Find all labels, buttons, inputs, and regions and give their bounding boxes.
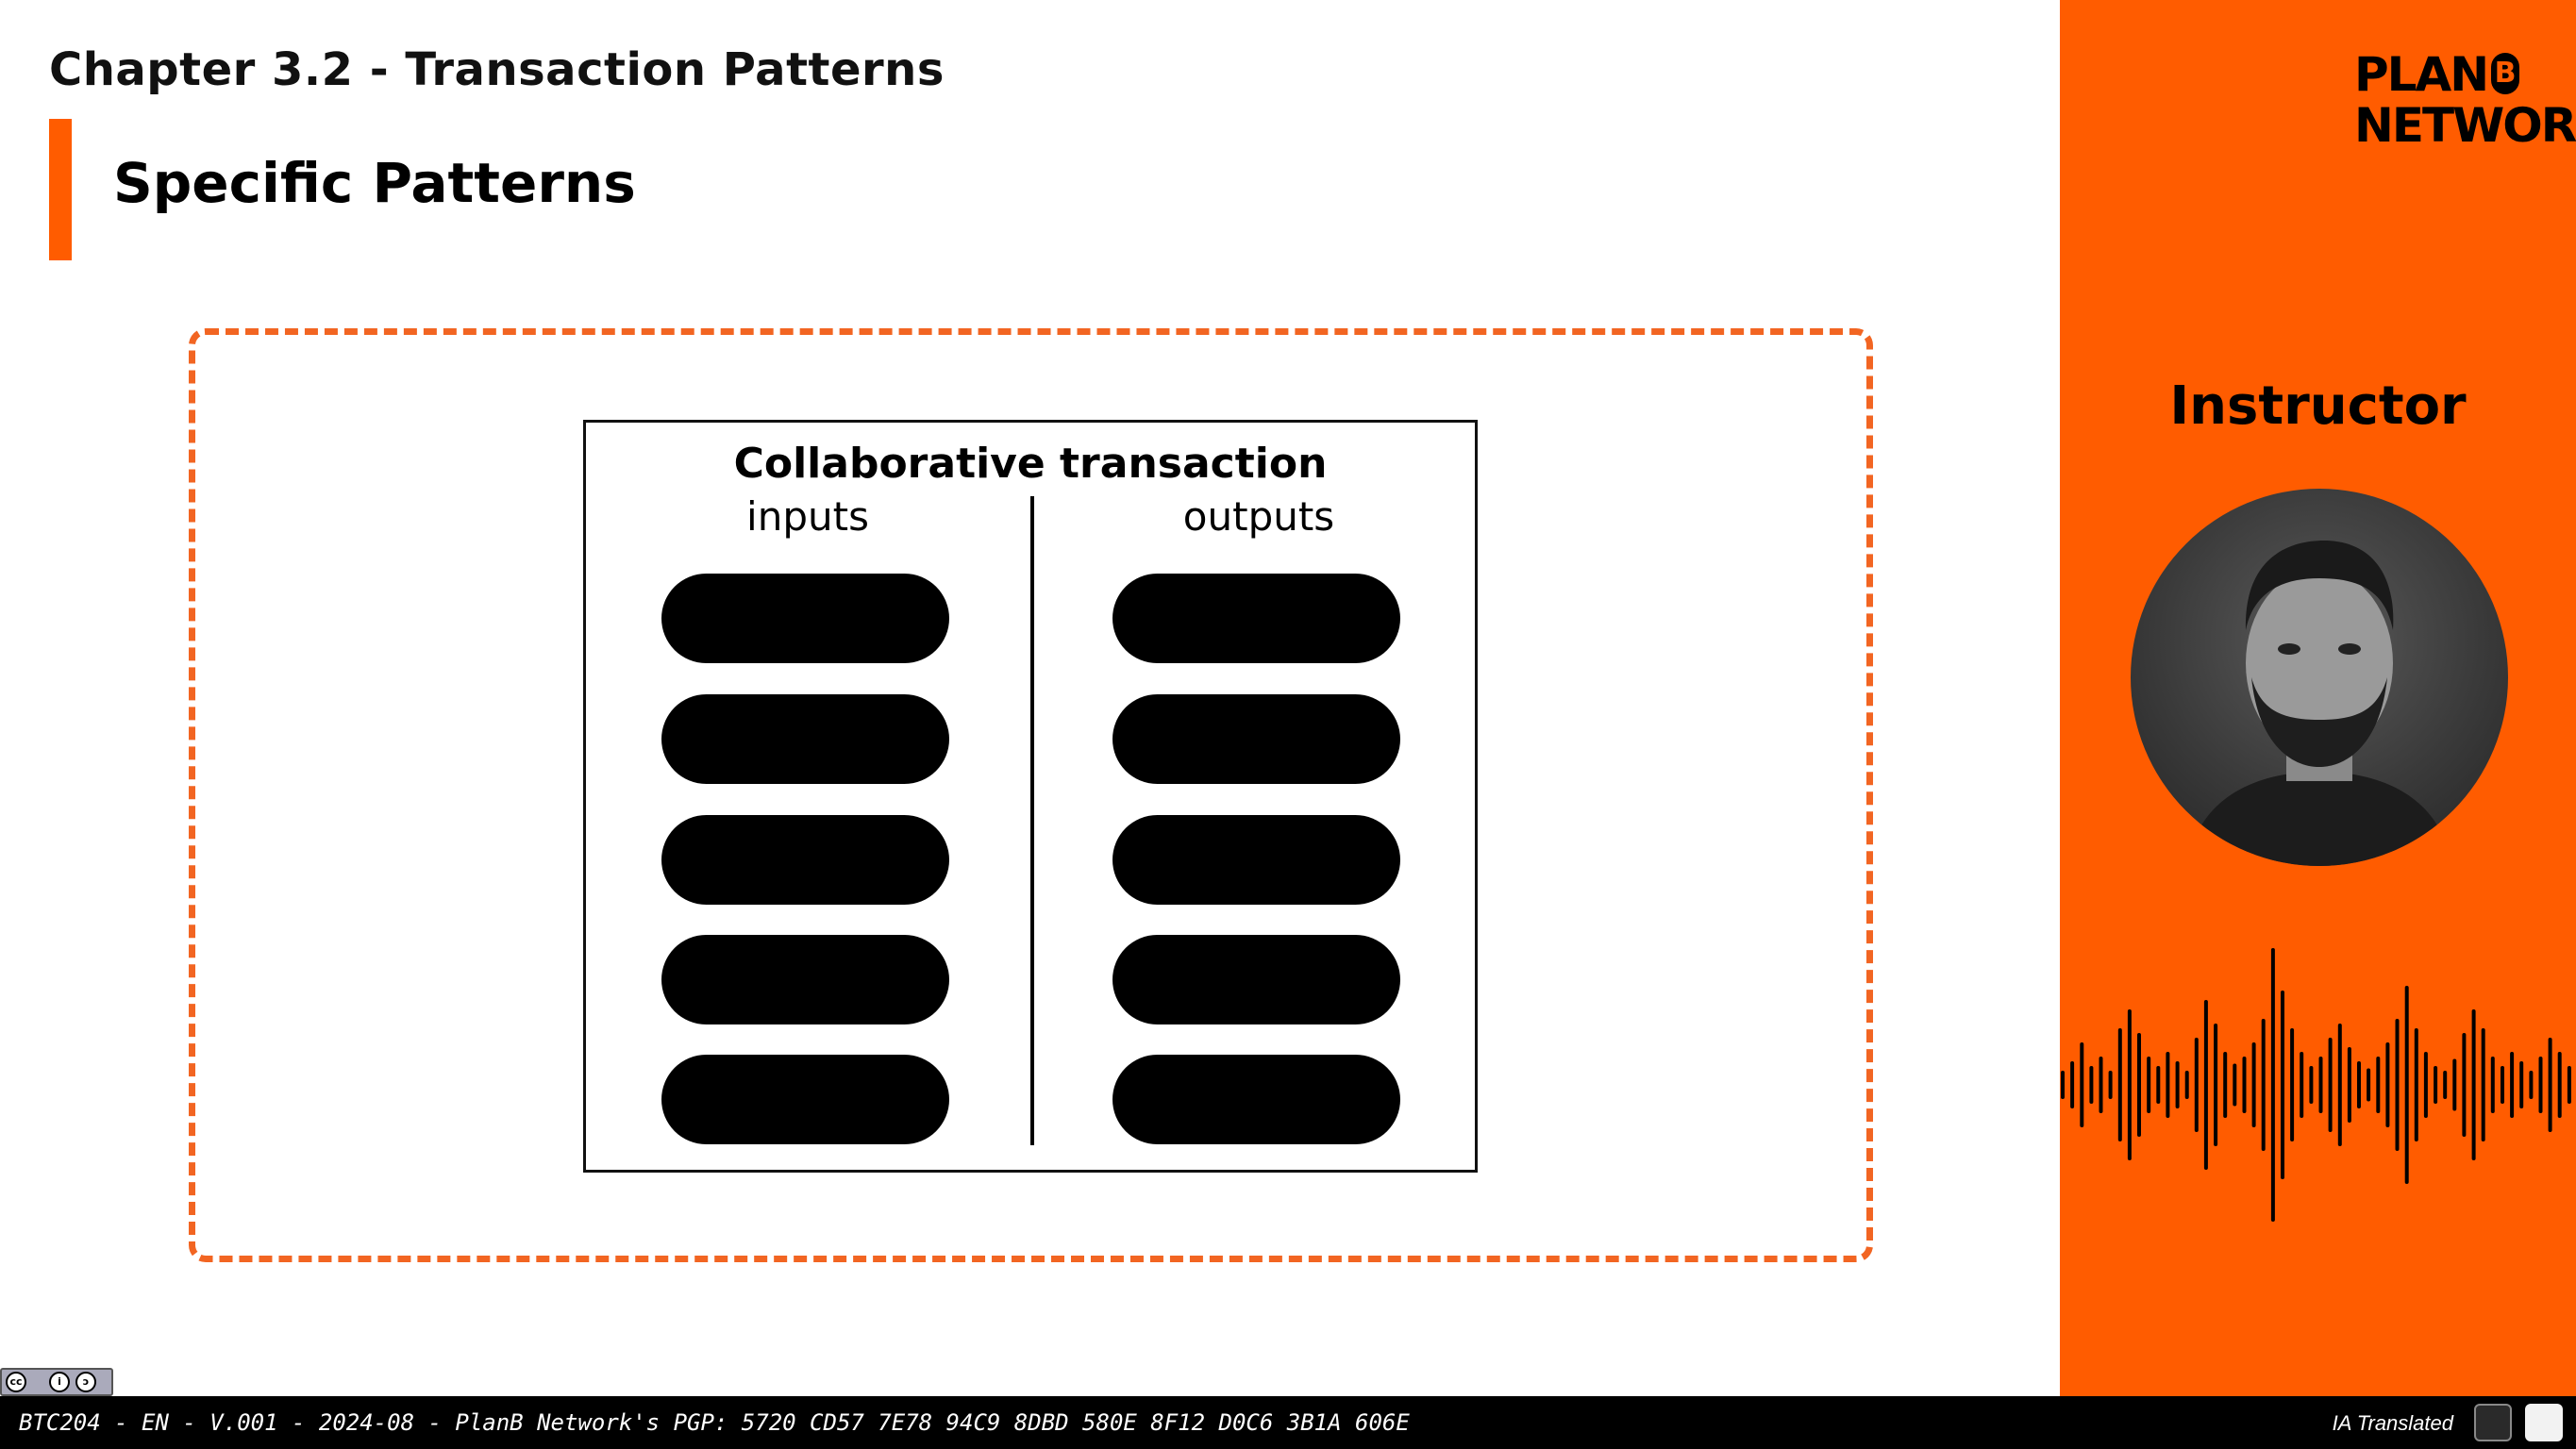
instructor-photo xyxy=(2187,541,2451,866)
waveform-bar xyxy=(2395,1019,2400,1151)
waveform-bar xyxy=(2281,991,2284,1179)
logo-line1: PLAN xyxy=(2354,47,2489,102)
waveform-bar xyxy=(2251,1042,2256,1127)
waveform-bar xyxy=(2567,1066,2571,1104)
waveform-bar xyxy=(2070,1061,2075,1108)
instructor-avatar xyxy=(2131,489,2508,866)
ia-translated-label: IA Translated xyxy=(2332,1411,2453,1435)
waveform-bar xyxy=(2117,1028,2122,1141)
waveform-bar xyxy=(2337,1024,2342,1146)
waveform-bar xyxy=(2318,1057,2323,1113)
waveform-bar xyxy=(2137,1033,2141,1137)
waveform-bar xyxy=(2166,1052,2170,1118)
input-pill xyxy=(661,935,949,1024)
instructor-label: Instructor xyxy=(2169,375,2467,437)
waveform-bar xyxy=(2080,1042,2084,1127)
waveform-bar xyxy=(2443,1071,2448,1099)
waveform-icon xyxy=(2061,948,2571,1222)
waveform-bar xyxy=(2557,1052,2562,1118)
logo-line2: NETWORK xyxy=(2354,98,2576,153)
input-pill xyxy=(661,694,949,784)
inputs-label: inputs xyxy=(746,493,869,540)
waveform-bar xyxy=(2347,1047,2351,1123)
output-pill xyxy=(1112,1055,1400,1144)
waveform-bar xyxy=(2223,1052,2228,1118)
output-pill xyxy=(1112,574,1400,663)
waveform-bar xyxy=(2501,1066,2504,1104)
elevenlabs-icon xyxy=(2525,1404,2563,1441)
waveform-bar xyxy=(2385,1042,2390,1127)
waveform-bar xyxy=(2519,1061,2524,1108)
waveform-bar xyxy=(2376,1057,2381,1113)
openai-icon xyxy=(2474,1404,2512,1441)
waveform-bar xyxy=(2290,1028,2295,1141)
waveform-bar xyxy=(2471,1009,2476,1160)
chapter-title: Chapter 3.2 - Transaction Patterns xyxy=(49,43,945,96)
waveform-bar xyxy=(2490,1057,2495,1113)
waveform-bar xyxy=(2099,1057,2103,1113)
waveform-bar xyxy=(2423,1052,2428,1118)
waveform-bar xyxy=(2156,1066,2161,1104)
waveform-bar xyxy=(2328,1038,2333,1132)
waveform-bar xyxy=(2270,948,2275,1222)
waveform-bar xyxy=(2462,1033,2467,1137)
waveform-bar xyxy=(2214,1024,2218,1146)
waveform-bar xyxy=(2481,1028,2485,1141)
waveform-bar xyxy=(2529,1071,2534,1099)
waveform-bar xyxy=(2548,1038,2552,1132)
waveform-bar xyxy=(2309,1066,2314,1104)
waveform-bar xyxy=(2194,1038,2199,1132)
footer-bar: BTC204 - EN - V.001 - 2024-08 - PlanB Ne… xyxy=(0,1396,2576,1449)
logo-b-badge: B xyxy=(2491,53,2520,94)
waveform-bar xyxy=(2061,1071,2065,1099)
input-pill xyxy=(661,815,949,905)
footer-text: BTC204 - EN - V.001 - 2024-08 - PlanB Ne… xyxy=(19,1409,1410,1436)
waveform-bar xyxy=(2147,1057,2151,1113)
waveform-bar xyxy=(2357,1061,2361,1108)
output-pill xyxy=(1112,815,1400,905)
output-pill xyxy=(1112,694,1400,784)
waveform-bar xyxy=(2184,1071,2189,1099)
column-divider xyxy=(1030,496,1034,1145)
waveform-bar xyxy=(2300,1052,2304,1118)
input-pill xyxy=(661,574,949,663)
waveform-bar xyxy=(2538,1057,2543,1113)
waveform-bar xyxy=(2089,1066,2094,1104)
waveform-bar xyxy=(2452,1058,2457,1111)
waveform-bar xyxy=(2108,1071,2113,1099)
waveform-bar xyxy=(2414,1028,2418,1141)
waveform-bar xyxy=(2510,1052,2515,1118)
waveform-bar xyxy=(2434,1066,2438,1104)
waveform-bar xyxy=(2233,1063,2237,1107)
waveform-bar xyxy=(2203,1000,2208,1170)
outputs-label: outputs xyxy=(1182,493,1335,540)
transaction-box: Collaborative transaction inputs outputs xyxy=(583,420,1478,1173)
section-title: Specific Patterns xyxy=(113,151,636,215)
diagram-frame xyxy=(189,328,1873,1262)
waveform-bar xyxy=(2242,1057,2247,1113)
input-pill xyxy=(661,1055,949,1144)
output-pill xyxy=(1112,935,1400,1024)
waveform-bar xyxy=(2367,1068,2371,1102)
cc-by-sa-icon: cc i ↄ xyxy=(0,1368,113,1396)
title-accent-bar xyxy=(49,119,72,260)
waveform-bar xyxy=(2261,1019,2266,1151)
waveform-bar xyxy=(2404,986,2409,1184)
transaction-title: Collaborative transaction xyxy=(733,440,1328,488)
waveform-bar xyxy=(2127,1009,2132,1160)
waveform-bar xyxy=(2175,1061,2180,1108)
